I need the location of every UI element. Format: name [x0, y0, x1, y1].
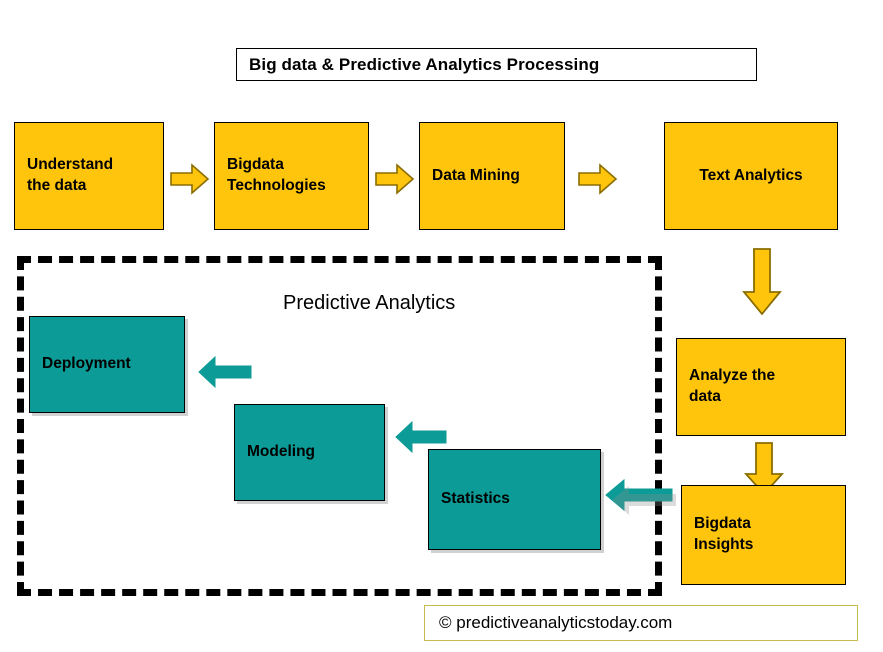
process-box-label: Statistics — [441, 490, 510, 508]
process-box-label: Data Mining — [432, 166, 520, 184]
process-box-label: Deployment — [42, 355, 131, 373]
arrow-datamining-to-textanalytics — [578, 163, 618, 195]
arrow-understand-to-bigdata — [170, 163, 210, 195]
arrow-textanalytics-to-analyze — [740, 248, 784, 316]
process-box-label: Bigdata Technologies — [227, 156, 326, 194]
arrow-analyze-to-insights — [742, 442, 786, 496]
arrow-modeling-to-deployment — [197, 355, 255, 393]
process-box-label: Modeling — [247, 443, 316, 461]
process-box-understand-the-data[interactable]: Understand the data — [14, 122, 164, 230]
process-box-modeling[interactable]: Modeling — [234, 404, 385, 501]
process-box-text-analytics[interactable]: Text Analytics — [664, 122, 838, 230]
diagram-title-box: Big data & Predictive Analytics Processi… — [236, 48, 757, 81]
process-box-bigdata-technologies[interactable]: Bigdata Technologies — [214, 122, 369, 230]
arrow-insights-to-statistics — [604, 478, 676, 516]
footer-credit-text: © predictiveanalyticstoday.com — [439, 613, 673, 632]
process-box-deployment[interactable]: Deployment — [29, 316, 185, 413]
predictive-analytics-label: Predictive Analytics — [283, 292, 456, 314]
page-title: Big data & Predictive Analytics Processi… — [249, 54, 600, 74]
process-box-label: Text Analytics — [699, 166, 803, 184]
process-box-data-mining[interactable]: Data Mining — [419, 122, 565, 230]
process-box-label: Bigdata Insights — [694, 515, 754, 553]
process-box-statistics[interactable]: Statistics — [428, 449, 601, 550]
footer-credit-box: © predictiveanalyticstoday.com — [424, 605, 858, 641]
arrow-bigdata-to-datamining — [375, 163, 415, 195]
process-box-bigdata-insights[interactable]: Bigdata Insights — [681, 485, 846, 585]
process-box-analyze-the-data[interactable]: Analyze the data — [676, 338, 846, 436]
process-box-label: Understand the data — [27, 156, 114, 194]
process-box-label: Analyze the data — [689, 367, 776, 405]
arrow-statistics-to-modeling — [394, 420, 450, 458]
